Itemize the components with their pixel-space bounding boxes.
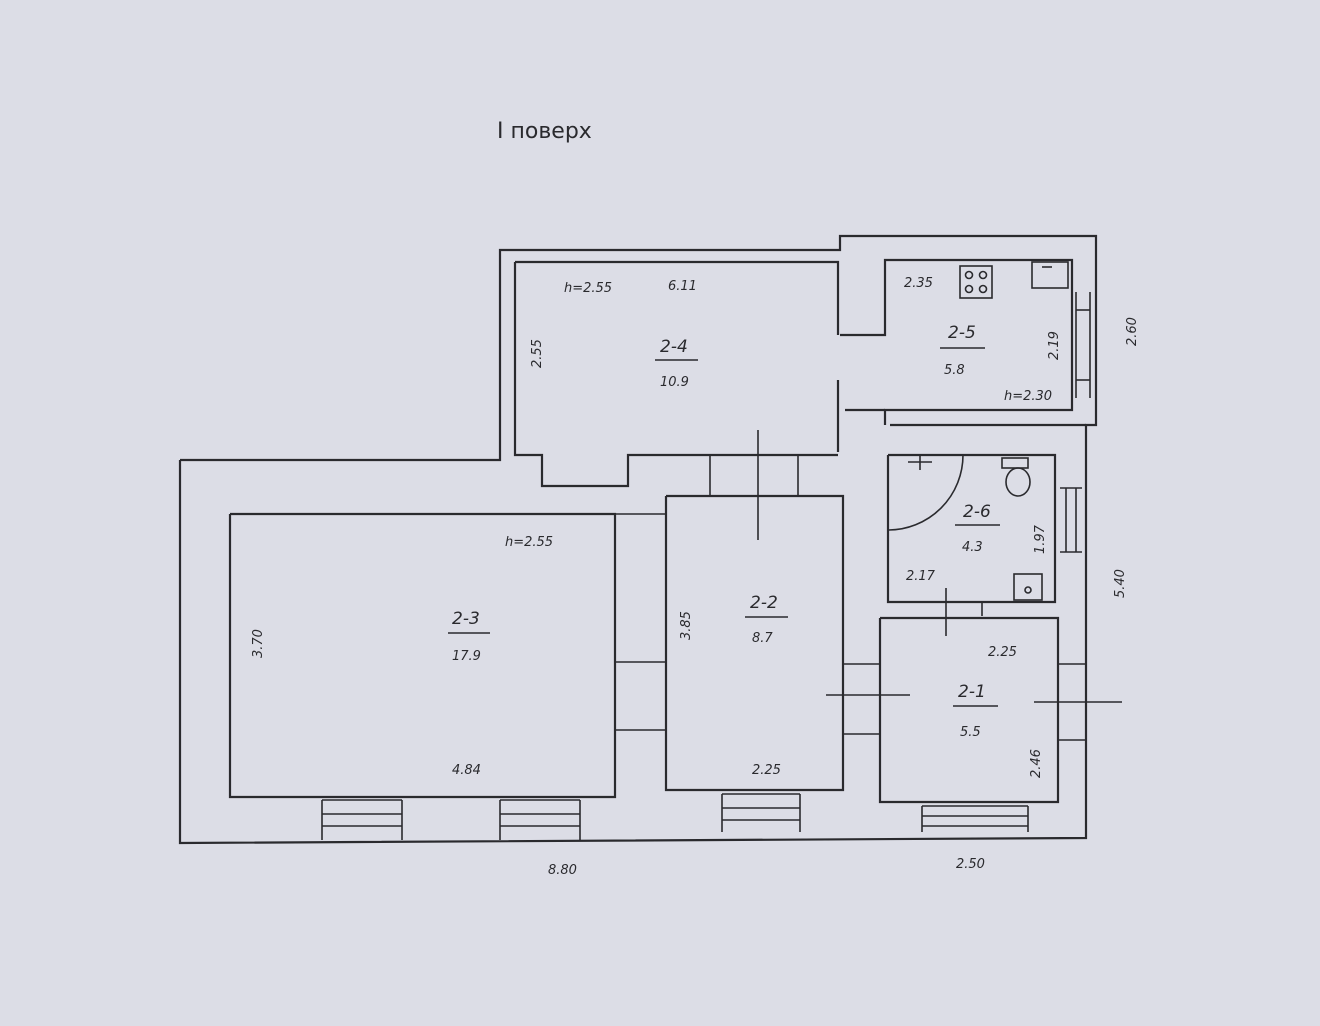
- room-2-3-walls: [321, 513, 666, 840]
- room-label-2-3: 2-3 17.9: [448, 609, 490, 664]
- room-label-2-2: 2-2 8.7: [745, 593, 788, 646]
- dimension-label: 2.35: [904, 276, 933, 291]
- room-id: 2-2: [750, 593, 778, 613]
- stove-icon: [959, 265, 993, 299]
- dimension-label: 2.19: [1047, 331, 1062, 360]
- room-label-2-5: 2-5 5.8: [940, 323, 985, 378]
- dimension-label: 4.84: [452, 763, 481, 778]
- dimension-label: 2.17: [906, 569, 936, 584]
- dimension-label: 3.85: [679, 611, 694, 640]
- room-label-2-4: 2-4 10.9: [655, 337, 698, 390]
- dimension-label: 1.97: [1033, 524, 1048, 554]
- room-id: 2-6: [963, 502, 991, 522]
- room-area: 5.8: [944, 363, 965, 378]
- dimension-label: 2.60: [1125, 317, 1140, 346]
- dimension-label: 8.80: [548, 863, 577, 878]
- dimension-label: 2.25: [752, 763, 781, 778]
- dimension-label: 2.55: [530, 339, 545, 368]
- door-swing-icon: [887, 454, 964, 531]
- room-id: 2-3: [452, 609, 480, 629]
- room-area: 4.3: [962, 540, 983, 555]
- dimension-label: 5.40: [1113, 569, 1128, 598]
- height-label: h=2.30: [1004, 389, 1052, 404]
- sink-icon: [1031, 261, 1069, 289]
- dimension-label: 2.46: [1029, 749, 1044, 778]
- dimension-label: 2.50: [956, 857, 985, 872]
- room-area: 10.9: [660, 375, 689, 390]
- room-2-5-walls: [840, 258, 1091, 425]
- dimension-label: 3.70: [251, 629, 266, 658]
- basin-icon: [1013, 573, 1043, 601]
- room-label-2-6: 2-6 4.3: [955, 502, 1000, 555]
- room-label-2-1: 2-1 5.5: [953, 682, 998, 740]
- room-2-6-walls: [886, 423, 1086, 636]
- dimension-label: 6.11: [668, 279, 697, 294]
- height-label: h=2.55: [505, 535, 553, 550]
- room-area: 5.5: [960, 725, 981, 740]
- room-2-4-walls: [513, 260, 840, 540]
- toilet-icon: [1005, 467, 1031, 497]
- room-id: 2-1: [958, 682, 986, 702]
- floor-title: I поверх: [497, 119, 592, 144]
- room-2-1-walls: [878, 616, 1122, 832]
- room-area: 17.9: [452, 649, 481, 664]
- building-outline: [178, 234, 1098, 845]
- room-area: 8.7: [752, 631, 773, 646]
- room-id: 2-5: [948, 323, 976, 343]
- room-2-2-walls: [664, 494, 910, 832]
- dimension-label: 2.25: [988, 645, 1017, 660]
- height-label: h=2.55: [564, 281, 612, 296]
- room-id: 2-4: [660, 337, 688, 357]
